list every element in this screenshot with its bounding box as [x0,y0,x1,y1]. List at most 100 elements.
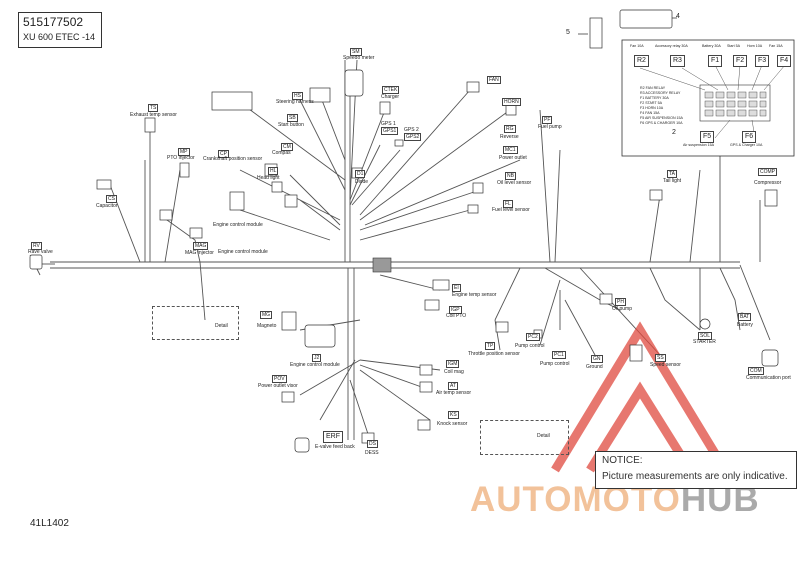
component-label: Battery [737,322,753,328]
component-label: Oil level sensor [497,180,532,186]
component-label: Engine control module [218,249,268,255]
notice-box: NOTICE: Picture measurements are only in… [595,451,797,489]
center-bundle [344,60,355,440]
component-label: MAG injector [185,250,214,256]
component-label: Diode [355,179,369,185]
fuse-code: F2 [733,55,748,67]
fuse-legend: F6 GPS & CHARGER 10A [640,121,683,125]
component-label: Knock sensor [437,421,468,427]
fuse-label: GPS & Charger 10A [730,143,763,147]
component-label: Fuel level sensor [492,207,530,213]
fuse-code: F6 [742,131,757,143]
component-label: Reverse [500,134,519,140]
component-label: Crankshaft position sensor [203,156,263,162]
fuse-legend: F2 START 5A [640,101,662,105]
component-label: Tail light [663,178,682,184]
component-code: AT [448,382,459,390]
component-code: RV [31,242,42,250]
component-label: Throttle position sensor [468,351,520,357]
component-code: RG [504,125,516,133]
component-code: POV [272,375,287,383]
component-code: TS [148,104,159,112]
component-code: MG [260,311,273,319]
component-code: MP [178,148,190,156]
header-box: 515177502 XU 600 ETEC -14 [18,12,102,48]
component-label: Charger [381,94,400,100]
fuse-label: Air suspension 15A [683,143,714,147]
component-code: HS [292,92,303,100]
component-code: COMP [758,168,777,176]
component-code: FL [503,200,513,208]
component-label: Compas [272,150,291,156]
component-label: Coil mag [444,369,464,375]
component-code: HL [268,167,279,175]
component-code: CTEK [382,86,400,94]
component-code: SS [655,354,666,362]
fuse-legend: F4 FAN 15A [640,111,660,115]
fuse-legend: F1 BATTERY 30A [640,96,669,100]
fuse-label: Accessory relay 30A [655,44,688,48]
callout-5: 5 [566,29,570,36]
component-code: ERF [323,431,343,443]
component-code: KS [448,411,459,419]
component-label: Magneto [257,323,277,329]
logo-triangle [551,321,729,473]
component-code: CM [281,143,293,151]
component-label: Communication port [746,375,791,381]
component-code: NB [505,172,516,180]
component-code: SOL [698,332,713,340]
component-code: DS [367,440,378,448]
detail-box: Detail [480,420,569,455]
fuse-code: F1 [708,55,723,67]
component-code: IGP [449,306,462,314]
component-code: D1 [355,170,366,178]
component-code: EI [452,284,461,292]
fuse-label: Battery 30A [702,44,721,48]
component-label: STARTER [693,339,716,345]
detail-label: Detail [537,433,550,439]
fuse-label: Fan 15A [769,44,783,48]
fuse-legend: R3 ACCESSORY RELAY [640,91,681,95]
component-code: FAN [487,76,501,84]
fuse-legend: R2 FAN RELAY [640,86,666,90]
component-code: MAG [193,242,209,250]
component-code: PF [542,116,553,124]
component-code: SM [350,48,362,56]
notice-text: Picture measurements are only indicative… [602,471,788,482]
model-name: XU 600 ETEC -14 [23,32,96,42]
component-code: GN [591,355,603,363]
component-label: GPS 1 [381,121,396,127]
component-code: SB [287,114,298,122]
component-label: Exhaust temp sensor [130,112,177,118]
component-code: CS [106,195,117,203]
fuse-label: Fan 10A [630,44,644,48]
component-label: DESS [365,450,379,456]
component-label: GPS 2 [404,127,419,133]
component-code: TA [667,170,678,178]
component-label: Ground [586,364,603,370]
component-code: GPS1 [381,127,399,135]
callout-4: 4 [676,13,680,20]
component-label: E-valve feed back [315,444,355,450]
component-code: BAT [738,313,752,321]
fuse-code: R2 [634,55,649,67]
component-label: Power outlet [499,155,527,161]
detail-box: Detail [152,306,239,340]
component-label: Fuel pump [538,124,562,130]
component-label: Speed sensor [650,362,681,368]
component-label: Engine control module [213,222,263,228]
fuse-legend: F3 HORN 10A [640,106,664,110]
component-label: Air temp sensor [436,390,472,396]
component-label: Oil pump [612,306,633,312]
component-code: MC1 [503,146,518,154]
fuse-code: F3 [755,55,770,67]
component-label: Head light [257,175,280,181]
fuse-code: F5 [700,131,715,143]
component-label: Coil PTO [446,313,467,319]
component-code: GPS2 [404,133,422,141]
component-label: Capacitor [96,203,118,209]
fuse-label: Start 5A [727,44,740,48]
fuse-code: R3 [670,55,685,67]
component-code: J2 [312,354,322,362]
